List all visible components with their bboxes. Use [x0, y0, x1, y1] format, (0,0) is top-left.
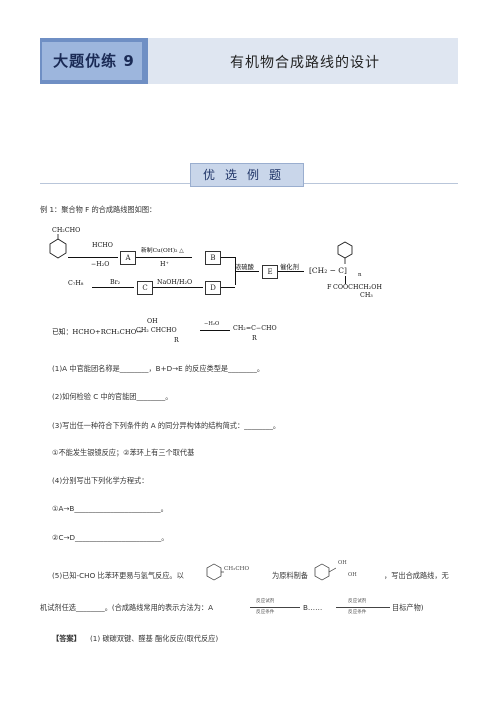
box-d: D: [205, 281, 221, 295]
format-arrow-1-bottom: 反应条件: [256, 610, 275, 615]
route-arrow-f: [278, 271, 304, 272]
box-e: E: [262, 265, 278, 279]
header-tag-label: 大题优练 9: [53, 52, 135, 70]
question-5-line2b: B……: [303, 603, 323, 612]
known-arrow-label: −H₂O: [204, 321, 220, 327]
target-oh-2: OH: [348, 572, 357, 578]
question-4-a: ①A→B________________________。: [52, 504, 168, 513]
box-c: C: [137, 281, 153, 295]
format-arrow-2-bottom: 反应条件: [348, 610, 367, 615]
question-5-line2c: 目标产物): [392, 603, 424, 612]
question-5-part1: (5)已知-CHO 比苯环更易与氢气反应。以: [52, 571, 184, 580]
polymer-chain: [CH₂ − C]: [309, 266, 347, 275]
header-tag-inner: [42, 42, 142, 80]
polymer-n: n: [358, 272, 362, 278]
start-material: CH₂CHO: [52, 227, 81, 234]
known-intermediate: CH₂ CHCHO: [136, 327, 177, 334]
answer-label: 【答案】: [52, 634, 81, 643]
question-3-condition: ①不能发生银镜反应；②苯环上有三个取代基: [52, 448, 195, 457]
known-product: CH₂=C−CHO: [233, 325, 277, 332]
polymer-ch3: CH₃: [360, 292, 373, 299]
route-arrow-c: [92, 287, 134, 288]
question-3: (3)写出任一种符合下列条件的 A 的同分异构体的结构简式：________。: [52, 421, 281, 430]
format-arrow-2: [336, 607, 390, 608]
section-label-box: [190, 163, 304, 187]
question-5-part2: 为原料制备: [272, 571, 308, 580]
polymer-benzene-icon: [337, 241, 353, 264]
cond-br2: Br₂: [110, 279, 121, 286]
known-prefix: 已知：HCHO+RCH₂CHO→: [52, 328, 143, 336]
route-d-line: [221, 287, 235, 288]
section-label: 优选例题: [202, 168, 291, 182]
known-r2: R: [252, 335, 257, 342]
question-5-line2a: 机试剂任选________。(合成路线常用的表示方法为：A: [40, 603, 214, 612]
answer-text: (1) 碳碳双键、醛基 酯化反应(取代反应): [90, 634, 219, 643]
format-arrow-1-top: 反应试剂: [256, 599, 275, 604]
cond-a-bottom: −H₂O: [91, 261, 110, 268]
cond-ab-top: 新制Cu(OH)₂ △: [141, 248, 184, 254]
target-oh-1: OH: [338, 560, 347, 566]
cond-be: 浓硫酸: [235, 264, 254, 271]
cond-ef: 催化剂: [280, 264, 299, 271]
target-benzene-icon: [314, 563, 336, 581]
question-2: (2)如何检验 C 中的官能团________。: [52, 392, 173, 401]
route-arrow-1: [68, 257, 118, 258]
cond-ab-bottom: H⁺: [160, 261, 169, 268]
question-4: (4)分别写出下列化学方程式：: [52, 476, 149, 485]
known-arrow: [200, 330, 230, 331]
question-1: (1)A 中官能团名称是________，B+D→E 的反应类型是_______…: [52, 364, 265, 373]
format-arrow-1: [250, 607, 300, 608]
example-intro: 例 1：聚合物 F 的合成路线图如图：: [40, 205, 157, 214]
question-4-b: ②C→D________________________。: [52, 533, 169, 542]
page-title: 有机物合成路线的设计: [230, 55, 380, 71]
cond-a-top: HCHO: [92, 242, 113, 249]
route-arrow-2: [136, 257, 192, 258]
known-r1: R: [174, 337, 179, 344]
route-b-line: [221, 257, 235, 258]
box-b: B: [205, 251, 221, 265]
box-a: A: [120, 251, 136, 265]
polymer-bond: [345, 276, 346, 284]
polymer-label-f: F: [327, 284, 332, 291]
format-arrow-2-top: 反应试剂: [348, 599, 367, 604]
polymer-substituent: COOCHCH₂OH: [333, 284, 382, 291]
benzene-ring-icon: [49, 234, 67, 259]
reactant-label: CH₂CHO: [224, 566, 250, 572]
route-arrow-d: [153, 287, 203, 288]
known-oh: OH: [147, 318, 158, 325]
reactant-benzene-icon: [206, 563, 224, 581]
cond-c-start: C₇H₈: [68, 280, 84, 287]
route-arrow-e: [235, 271, 259, 272]
question-5-part3: ，写出合成路线，无: [384, 571, 449, 580]
cond-cd: NaOH/H₂O: [157, 279, 193, 286]
